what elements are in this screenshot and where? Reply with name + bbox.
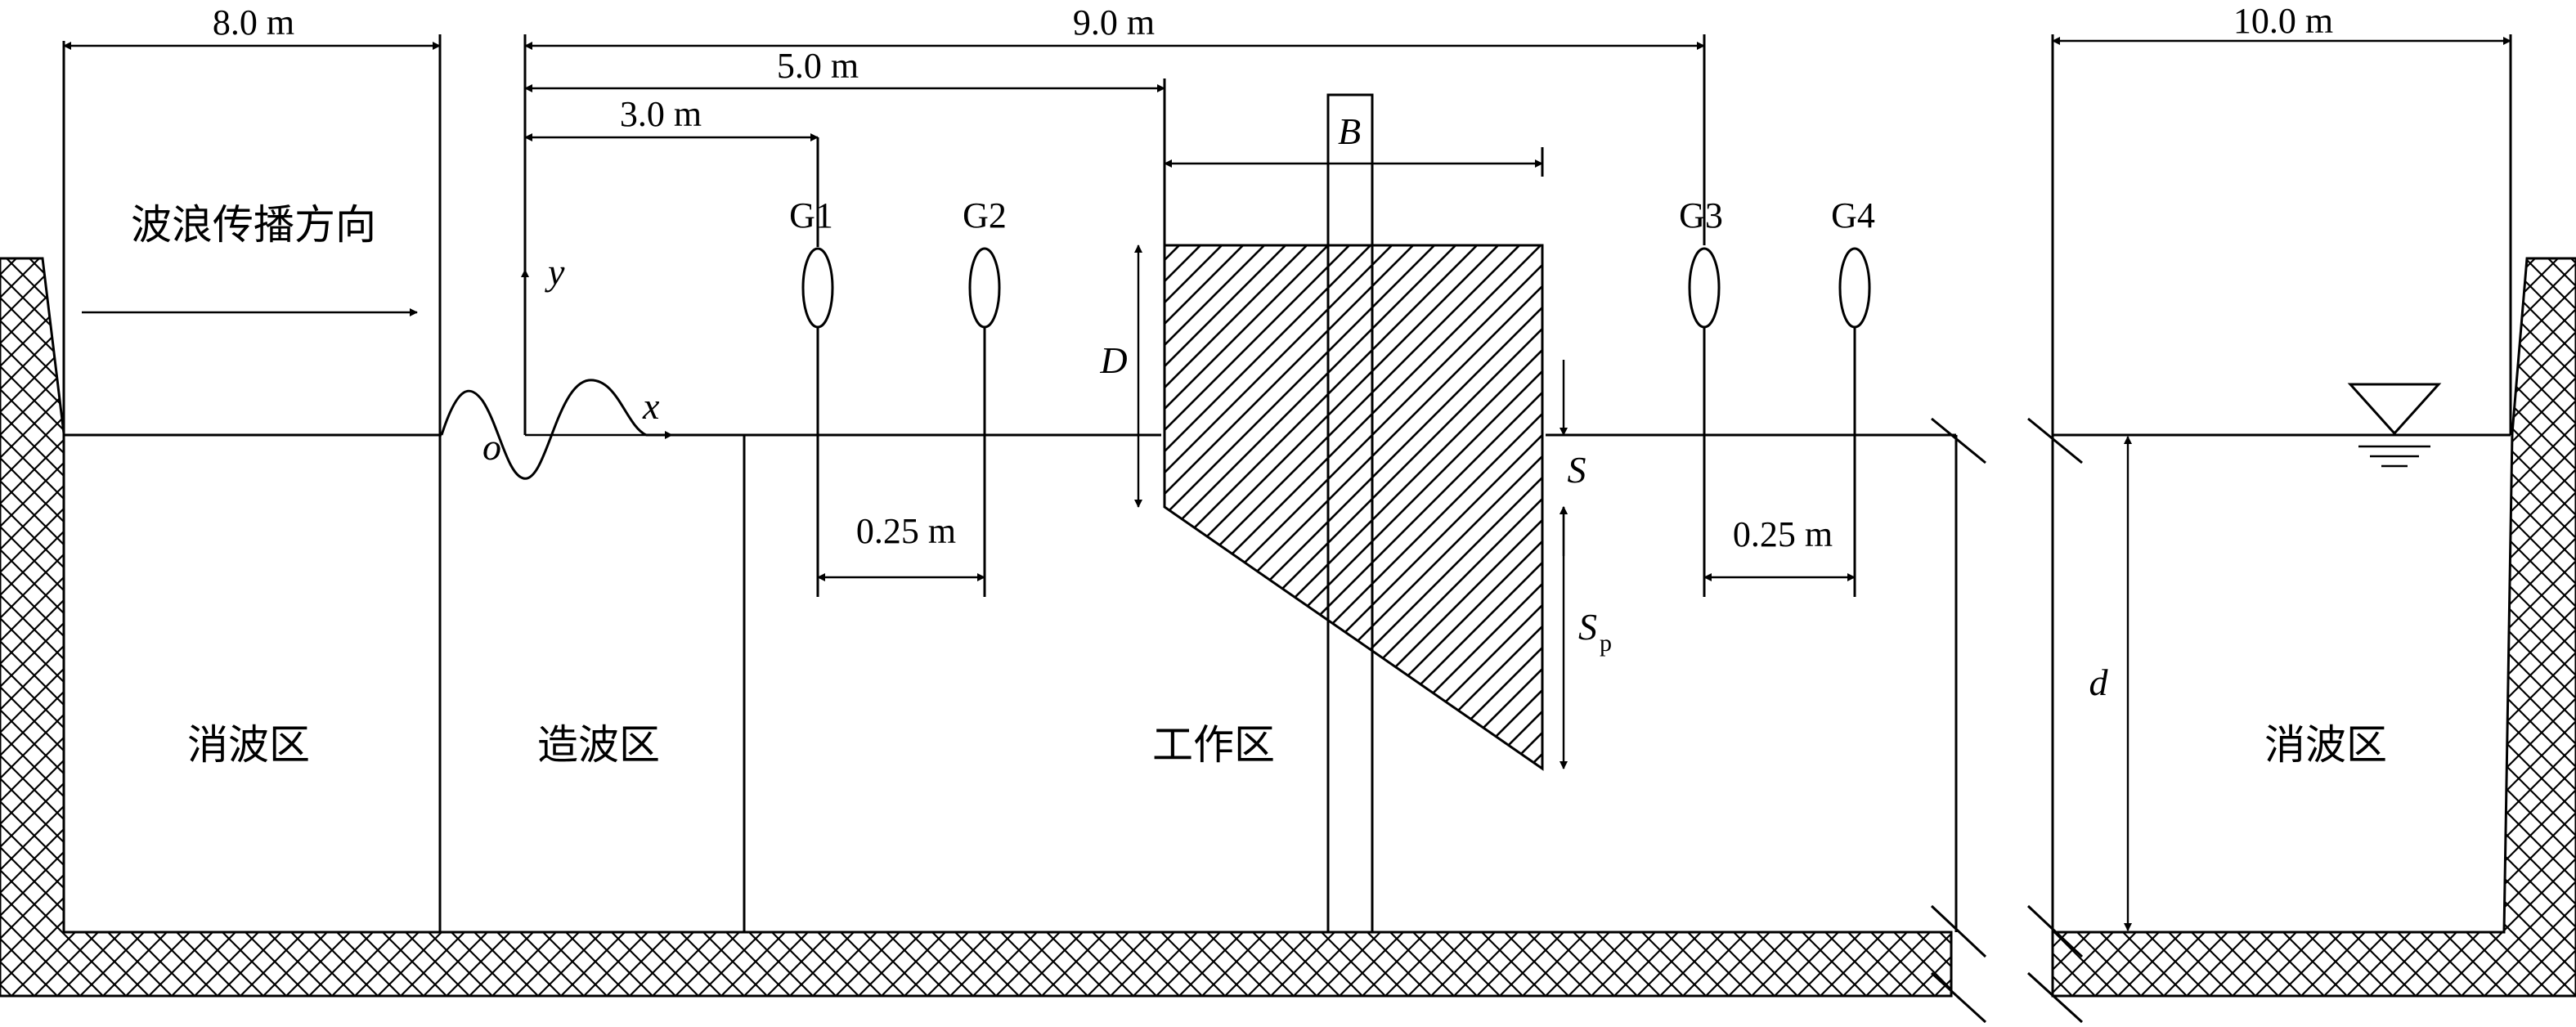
axis-label-x: x xyxy=(642,385,660,427)
gauge-label-g2: G2 xyxy=(963,195,1007,235)
wave-gauges xyxy=(801,137,1871,597)
zone-left-absorber: 消波区 xyxy=(187,721,310,769)
symbol-depth: d xyxy=(2089,661,2109,703)
right-wall-and-floor xyxy=(2051,257,2576,998)
breakwater-body xyxy=(1163,244,1544,771)
breakwater xyxy=(1163,93,1544,934)
gauge-label-g4: G4 xyxy=(1831,195,1875,235)
gauge-g3 xyxy=(1688,247,1721,597)
gauge-g1 xyxy=(801,137,834,597)
support-pile xyxy=(1326,93,1374,934)
dim-label-g1g2: 0.25 m xyxy=(856,511,956,551)
wave-direction-label: 波浪传播方向 xyxy=(131,201,376,249)
dim-label-10m: 10.0 m xyxy=(2233,1,2333,41)
gauge-label-g3: G3 xyxy=(1679,195,1723,235)
dim-label-8m: 8.0 m xyxy=(213,2,294,43)
symbol-sp-main: S xyxy=(1578,606,1597,648)
symbol-d-draft: D xyxy=(1099,339,1127,381)
gauge-label-g1: G1 xyxy=(789,195,833,235)
zone-work-area: 工作区 xyxy=(1152,721,1275,769)
dim-label-5m: 5.0 m xyxy=(777,46,859,86)
symbol-s: S xyxy=(1568,449,1586,491)
origin-label: o xyxy=(482,426,501,468)
left-wall-and-floor xyxy=(0,257,1953,998)
axis-label-y: y xyxy=(545,251,565,293)
dim-label-g3g4: 0.25 m xyxy=(1733,514,1833,554)
gauge-g2 xyxy=(968,247,1001,597)
water-level-symbol xyxy=(2347,383,2442,468)
symbol-sp: S xyxy=(1578,606,1597,648)
flume-structure xyxy=(0,257,2576,998)
dimension-lines xyxy=(63,37,2511,581)
symbol-sp-subscript: p xyxy=(1600,630,1612,657)
zone-right-absorber: 消波区 xyxy=(2264,721,2387,769)
dim-label-9m: 9.0 m xyxy=(1073,2,1155,43)
zone-wave-maker: 造波区 xyxy=(537,721,660,769)
water-surface xyxy=(64,379,2511,932)
break-marks xyxy=(1930,417,2084,1024)
dim-label-3m: 3.0 m xyxy=(620,94,702,134)
gauge-g4 xyxy=(1838,247,1871,597)
symbol-b: B xyxy=(1338,110,1361,152)
